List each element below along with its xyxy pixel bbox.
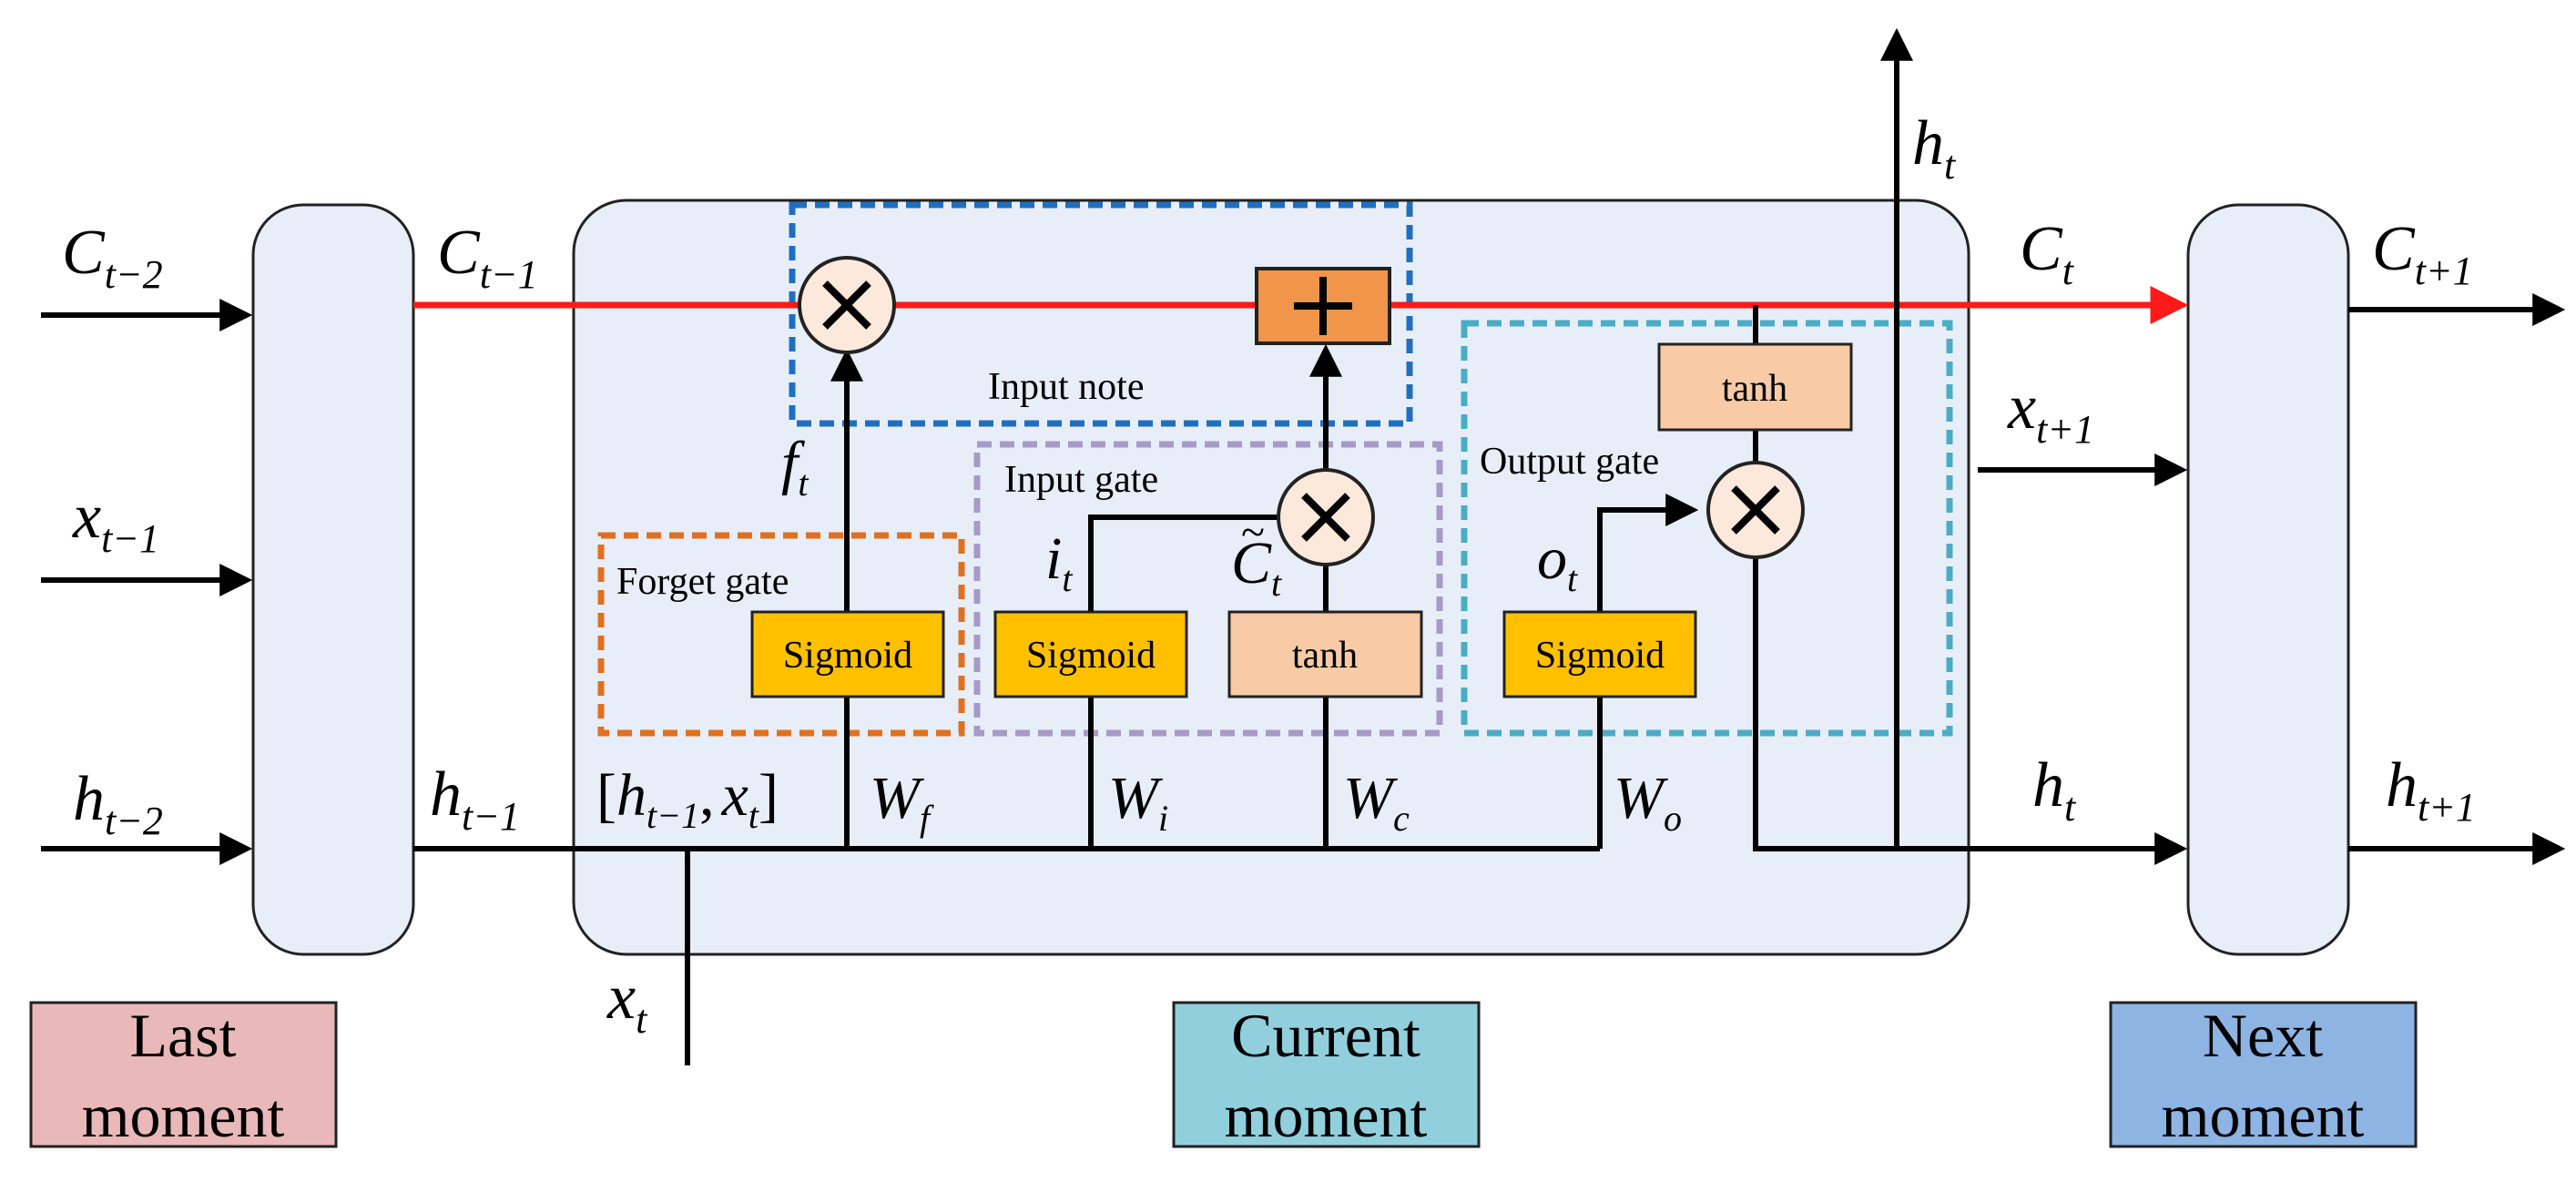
label-h-t-top: ht [1912,108,1957,188]
next-moment-box [2109,1001,2418,1148]
add-operation [1255,267,1391,345]
label-w-c: Wc [1343,765,1410,839]
label-h-t-plus-1: ht+1 [2386,750,2476,830]
label-tilde: ~ [1241,508,1265,556]
input-gate-label: Input gate [1004,459,1158,501]
label-c-t-plus-1: Ct+1 [2372,214,2473,293]
label-x-t-minus-1: xt−1 [72,482,159,561]
ht-out-line [1753,554,2188,865]
label-c-t-minus-2: Ct−2 [62,218,163,297]
output-multiply [1706,461,1805,559]
sigmoid-forget-box [750,610,945,698]
label-x-t: xt [606,963,648,1042]
current-moment-line2: moment [1225,1081,1428,1150]
it-line [1088,515,1286,612]
label-h-t-minus-1: ht−1 [430,759,520,839]
tanh-output-box [1657,342,1853,432]
last-moment-box [29,1001,338,1148]
sigmoid-input-box [993,610,1188,698]
output-gate-label: Output gate [1480,441,1659,483]
tanh-candidate-label: tanh [1292,635,1358,677]
next-cell-block [2186,203,2350,956]
label-x-t-plus-1: xt+1 [2007,372,2094,452]
label-i-t: it [1045,525,1073,599]
ot-line [1597,494,1699,612]
sigmoid-output-box [1502,610,1697,698]
sigmoid-output-label: Sigmoid [1535,635,1665,677]
last-moment-line1: Last [129,1001,236,1070]
sigmoid-forget-label: Sigmoid [783,635,912,677]
next-moment-line1: Next [2203,1001,2323,1070]
last-cell-block [251,203,415,956]
forget-gate-box [597,532,965,737]
label-w-o: Wo [1614,765,1682,839]
input-note-box [789,201,1413,427]
current-cell-block [572,199,1970,956]
last-moment-line2: moment [82,1081,285,1150]
current-moment-box [1172,1001,1481,1148]
sigmoid-input-label: Sigmoid [1026,635,1156,677]
label-concat: [ht−1,xt] [596,762,779,836]
input-multiply [1277,468,1375,566]
label-c-t: Ct [2020,214,2075,293]
label-w-i: Wi [1108,765,1168,839]
input-gate-box [973,441,1443,737]
label-h-t-right: ht [2032,750,2077,830]
forget-multiply [798,256,896,354]
label-c-t-minus-1: Ct−1 [437,218,538,297]
input-note-label: Input note [988,366,1144,408]
label-c-tilde-t: Ct [1231,530,1282,604]
tanh-candidate-box [1227,610,1423,698]
forget-gate-label: Forget gate [616,561,789,603]
next-moment-line2: moment [2162,1081,2365,1150]
current-moment-line1: Current [1231,1001,1420,1070]
output-gate-box [1461,320,1953,737]
tanh-output-label: tanh [1722,368,1787,410]
label-o-t: ot [1537,525,1578,599]
label-h-t-minus-2: ht−2 [73,764,163,843]
